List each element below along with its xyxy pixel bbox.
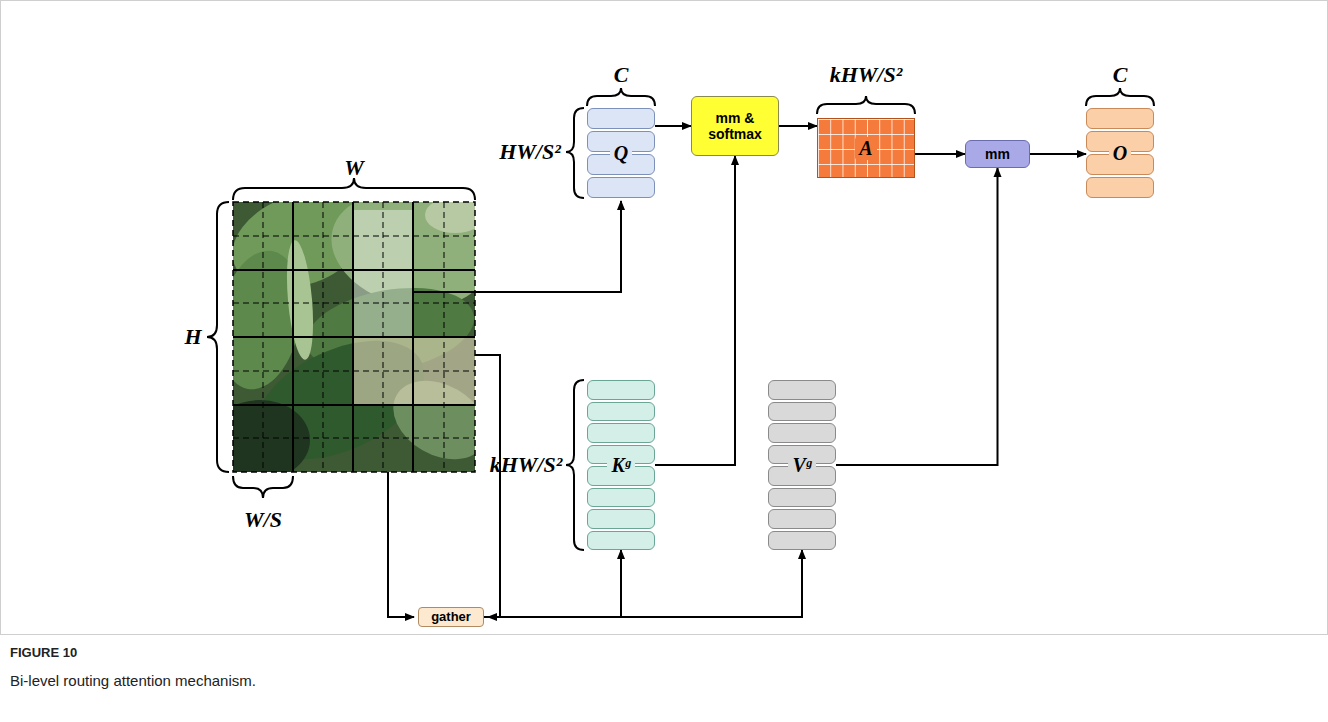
token-row — [587, 177, 655, 198]
dimension-label: H — [184, 324, 201, 350]
token-row — [768, 423, 836, 443]
token-row — [587, 380, 655, 400]
key-stack: Kᵍ — [587, 380, 655, 550]
figure-number: FIGURE 10 — [10, 645, 77, 660]
figure-frame — [1, 1, 1328, 635]
data-flow-arrow — [655, 156, 735, 465]
token-row — [768, 380, 836, 400]
dimension-label: kHW/S² — [490, 452, 563, 478]
data-flow-arrow — [779, 125, 817, 127]
token-row — [587, 402, 655, 422]
node-label: Q — [610, 142, 632, 165]
node-label: gather — [427, 610, 475, 625]
dimension-label: W — [344, 155, 364, 181]
matmul-softmax-box: mm & softmax — [691, 96, 779, 156]
dimension-label: C — [1113, 62, 1128, 88]
data-flow-arrow — [915, 153, 965, 155]
query-stack: Q — [587, 108, 655, 198]
token-row — [587, 531, 655, 551]
data-flow-arrow — [484, 550, 621, 617]
node-label: mm & softmax — [692, 110, 778, 142]
token-row — [1086, 108, 1154, 129]
data-flow-arrow — [484, 550, 802, 617]
token-row — [1086, 177, 1154, 198]
gather-box: gather — [418, 607, 484, 627]
token-row — [587, 423, 655, 443]
data-flow-arrow — [1030, 153, 1086, 155]
token-row — [768, 531, 836, 551]
braces — [207, 88, 1154, 550]
tea-leaf-photo — [233, 202, 475, 472]
token-row — [587, 509, 655, 529]
token-row — [768, 488, 836, 508]
node-label: Vᵍ — [788, 454, 815, 477]
value-stack: Vᵍ — [768, 380, 836, 550]
node-label: Kᵍ — [607, 454, 634, 477]
data-flow-arrow — [655, 125, 691, 127]
dimension-label: HW/S² — [499, 139, 561, 165]
node-label: mm — [981, 146, 1014, 162]
dimension-label: C — [614, 62, 629, 88]
dimension-label: W/S — [244, 507, 282, 533]
attention-matrix: A — [817, 118, 915, 178]
data-flow-arrow — [836, 168, 998, 465]
token-row — [587, 108, 655, 129]
output-stack: O — [1086, 108, 1154, 198]
image-border — [233, 202, 475, 472]
token-row — [768, 402, 836, 422]
token-row — [587, 488, 655, 508]
node-label: O — [1109, 142, 1131, 165]
figure-caption: Bi-level routing attention mechanism. — [10, 672, 256, 689]
token-row — [768, 509, 836, 529]
matmul-box: mm — [965, 140, 1030, 168]
dimension-label: kHW/S² — [830, 62, 903, 88]
node-label: A — [855, 137, 876, 160]
